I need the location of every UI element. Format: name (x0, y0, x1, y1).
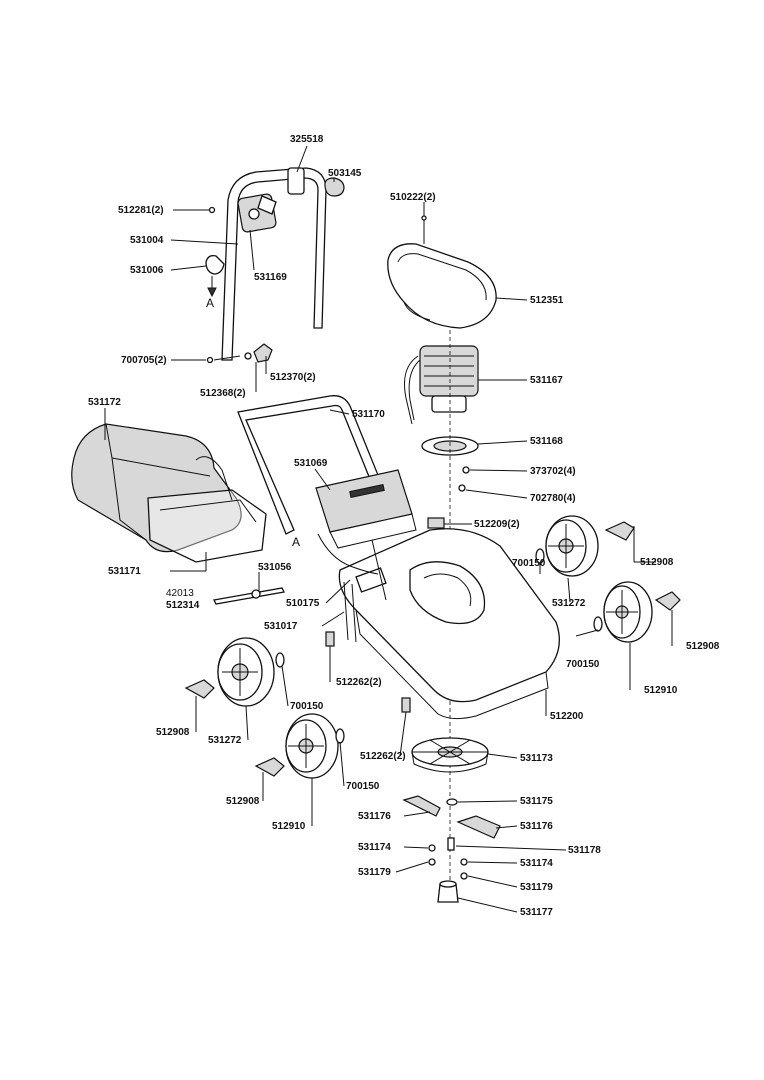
cable-tie-512314 (213, 587, 285, 605)
washer-531175 (446, 798, 458, 806)
label-531178: 531178 (568, 845, 601, 856)
switch-531006 (205, 254, 225, 298)
label-531006: 531006 (130, 265, 164, 276)
wheel-rear-right (535, 515, 635, 577)
grass-bag-531172 (71, 423, 242, 553)
handle-bolt-700705 (206, 355, 241, 364)
label-512370: 512370(2) (270, 372, 316, 383)
label-531069: 531069 (294, 458, 328, 469)
label-531056: 531056 (258, 562, 292, 573)
chute-531069 (315, 469, 417, 549)
label-510222: 510222(2) (390, 192, 436, 203)
label-512910-a: 512910 (644, 685, 678, 696)
label-503145: 503145 (328, 168, 362, 179)
label-510175: 510175 (286, 598, 320, 609)
label-531272-a: 531272 (552, 598, 586, 609)
label-531179-a: 531179 (358, 867, 391, 878)
label-531168: 531168 (530, 436, 563, 447)
fan-531173 (411, 737, 489, 773)
bolts-531174-531178-531179 (428, 837, 468, 880)
upper-handle (221, 167, 327, 361)
wheel-front-left (254, 713, 345, 779)
label-373702: 373702(4) (530, 466, 576, 477)
motor-531167 (404, 345, 479, 425)
leader-lines (104, 145, 673, 913)
label-531174-b: 531174 (520, 858, 553, 869)
label-531176-b: 531176 (520, 821, 553, 832)
label-531179-b: 531179 (520, 882, 553, 893)
blade-531176-left (402, 795, 441, 817)
label-42013: 42013 (166, 588, 194, 599)
label-531175: 531175 (520, 796, 553, 807)
bag-frame-531171 (147, 456, 267, 563)
label-512908-c: 512908 (156, 727, 190, 738)
cable-531017 (317, 533, 379, 643)
handle-clamp-512370 (244, 343, 273, 363)
label-531174-a: 531174 (358, 842, 391, 853)
label-531167: 531167 (530, 375, 563, 386)
motor-cover-512351 (387, 215, 497, 329)
label-531172: 531172 (88, 397, 121, 408)
spacer-512209 (427, 517, 445, 529)
label-531170: 531170 (352, 409, 385, 420)
label-512281: 512281(2) (118, 205, 164, 216)
label-512368: 512368(2) (200, 388, 246, 399)
label-700150-d: 700150 (346, 781, 380, 792)
label-512910-b: 512910 (272, 821, 306, 832)
label-512908-a: 512908 (640, 557, 674, 568)
label-531017: 531017 (264, 621, 298, 632)
hub-531177 (437, 880, 459, 903)
label-700150-a: 700150 (512, 558, 546, 569)
label-512351: 512351 (530, 295, 564, 306)
wheel-front-right (593, 581, 681, 643)
screw-512281 (208, 206, 216, 214)
wheel-rear-left (184, 637, 285, 707)
label-700705: 700705(2) (121, 355, 167, 366)
handle-knob-503145 (324, 177, 345, 197)
part-labels: 325518 503145 512281(2) 531004 531006 A … (88, 134, 720, 918)
label-512262-b: 512262(2) (360, 751, 406, 762)
label-700150-b: 700150 (566, 659, 600, 670)
label-a-upper: A (206, 296, 214, 310)
label-325518: 325518 (290, 134, 324, 145)
label-531171: 531171 (108, 566, 141, 577)
label-512262-a: 512262(2) (336, 677, 382, 688)
label-531169: 531169 (254, 272, 287, 283)
label-a-lower: A (292, 535, 300, 549)
label-512200: 512200 (550, 711, 584, 722)
label-531173: 531173 (520, 753, 553, 764)
label-512314: 512314 (166, 600, 200, 611)
label-531004: 531004 (130, 235, 164, 246)
label-512209: 512209(2) (474, 519, 520, 530)
label-531176-a: 531176 (358, 811, 391, 822)
small-screws-373702-702780 (458, 466, 470, 492)
label-531177: 531177 (520, 907, 553, 918)
blade-531176-right (456, 815, 501, 839)
label-531272-b: 531272 (208, 735, 242, 746)
lower-handle-531170 (237, 395, 381, 535)
label-512908-b: 512908 (686, 641, 720, 652)
mower-deck-512200 (338, 528, 560, 720)
label-512908-d: 512908 (226, 796, 260, 807)
label-700150-c: 700150 (290, 701, 324, 712)
label-702780: 702780(4) (530, 493, 576, 504)
